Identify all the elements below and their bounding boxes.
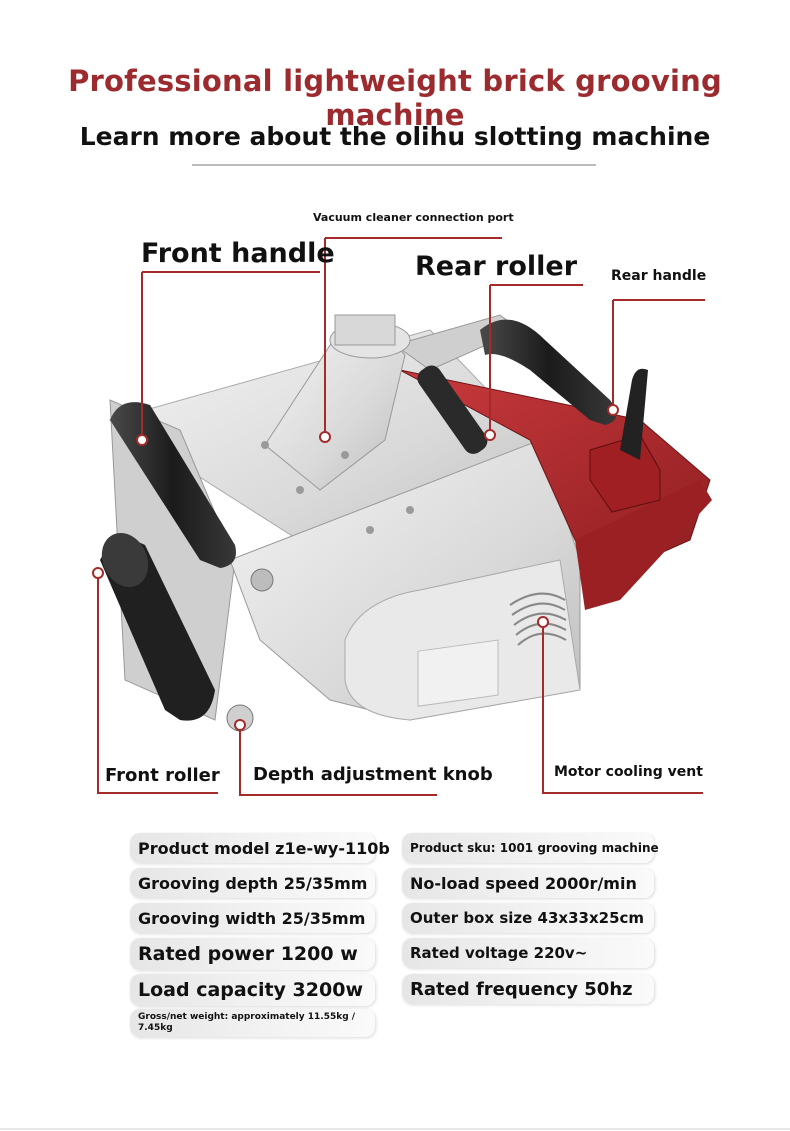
label-rear-roller: Rear roller bbox=[415, 251, 578, 282]
label-front-handle: Front handle bbox=[141, 238, 335, 269]
vacuum-port-flange bbox=[334, 314, 396, 346]
spec-voltage: Rated voltage 220v~ bbox=[402, 938, 654, 968]
rear-lever-handle bbox=[620, 368, 648, 460]
spec-capacity: Load capacity 3200w bbox=[130, 974, 375, 1006]
label-rear-handle: Rear handle bbox=[611, 268, 707, 284]
bottom-divider bbox=[0, 1128, 790, 1130]
plate-screws bbox=[261, 441, 414, 534]
page-subtitle: Learn more about the olihu slotting mach… bbox=[79, 122, 711, 151]
housing-label-plate bbox=[417, 639, 499, 707]
page-title: Professional lightweight brick grooving … bbox=[68, 64, 722, 132]
motor-housing-front bbox=[344, 559, 581, 721]
spec-frequency: Rated frequency 50hz bbox=[402, 974, 654, 1004]
spec-weight: Gross/net weight: approximately 11.55kg … bbox=[130, 1009, 375, 1037]
spec-model: Product model z1e-wy-110b bbox=[130, 833, 390, 863]
front-roller-end bbox=[101, 532, 149, 588]
label-vacuum-port: Vacuum cleaner connection port bbox=[313, 211, 514, 224]
grooving-machine-illustration bbox=[92, 237, 712, 796]
red-motor-cap bbox=[575, 480, 712, 610]
spec-speed: No-load speed 2000r/min bbox=[402, 868, 654, 898]
spec-sku: Product sku: 1001 grooving machine bbox=[402, 833, 659, 863]
spec-box-size: Outer box size 43x33x25cm bbox=[402, 903, 654, 933]
spec-width: Grooving width 25/35mm bbox=[130, 903, 375, 933]
label-cooling-vent: Motor cooling vent bbox=[554, 764, 703, 780]
label-depth-knob: Depth adjustment knob bbox=[253, 764, 493, 785]
subtitle-divider bbox=[192, 164, 596, 166]
rear-handle-grip bbox=[480, 319, 617, 425]
side-bolt bbox=[250, 568, 274, 592]
callout-dots bbox=[92, 404, 619, 731]
spec-depth: Grooving depth 25/35mm bbox=[130, 868, 375, 898]
rear-roller-bar bbox=[417, 365, 488, 454]
label-front-roller: Front roller bbox=[105, 765, 220, 786]
spec-power: Rated power 1200 w bbox=[130, 938, 375, 970]
callout-lines bbox=[97, 237, 705, 796]
